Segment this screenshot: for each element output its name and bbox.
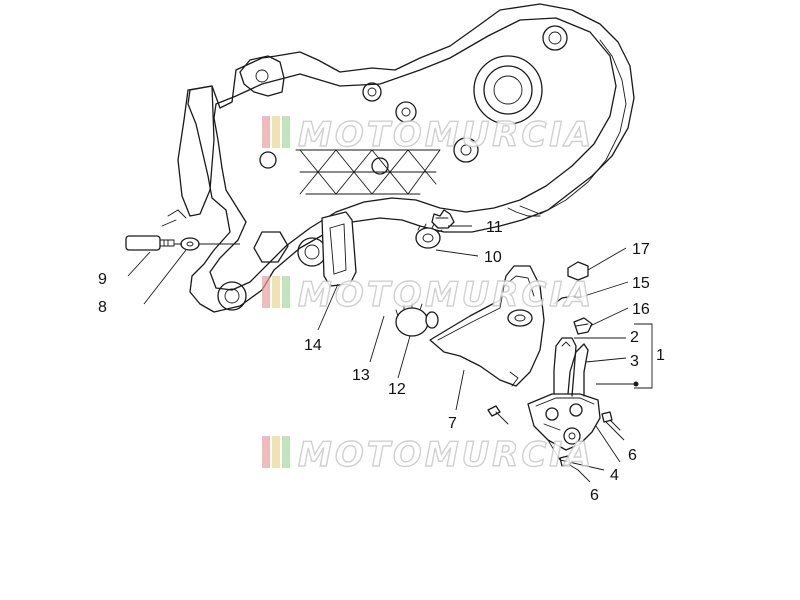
fitting-17 (567, 261, 589, 281)
callout-13: 13 (352, 367, 370, 384)
watermark-top: MOTOMURCIA (262, 114, 594, 156)
oil-pump-assembly (527, 393, 601, 451)
leader-lines (127, 225, 653, 483)
watermark-stripes (262, 436, 290, 468)
callout-14: 14 (304, 337, 322, 354)
drain-plug-9 (125, 235, 175, 251)
watermark-stripes (262, 276, 290, 308)
callout-1-dot (633, 381, 639, 387)
callout-9: 9 (98, 271, 107, 288)
callout-15: 15 (632, 275, 650, 292)
callout-4: 4 (610, 467, 619, 484)
callout-12: 12 (388, 381, 406, 398)
callout-16: 16 (632, 301, 650, 318)
callout-1: 1 (656, 347, 665, 364)
gear-10 (415, 223, 443, 249)
clip-15 (553, 295, 581, 305)
callout-labels: 1 2 3 4 6 6 7 8 9 10 11 12 13 14 15 16 1… (98, 219, 665, 504)
gear-12 (395, 301, 439, 337)
callout-6-right: 6 (628, 447, 637, 464)
fitting-16 (573, 317, 593, 335)
pump-cover-7 (429, 265, 545, 387)
callout-8: 8 (98, 299, 107, 316)
callout-6-bottom: 6 (590, 487, 599, 504)
callout-17: 17 (632, 241, 650, 258)
gear-11 (431, 209, 455, 229)
washer-8 (180, 237, 200, 251)
watermark-text: MOTOMURCIA (298, 115, 594, 155)
callout-10: 10 (484, 249, 502, 266)
watermark-stripes (262, 116, 290, 148)
hoses-2-3 (553, 337, 589, 397)
callout-2: 2 (630, 329, 639, 346)
watermark-bottom: MOTOMURCIA (262, 434, 594, 476)
callout-11: 11 (486, 219, 503, 236)
watermark-text: MOTOMURCIA (298, 435, 594, 475)
watermark-text: MOTOMURCIA (298, 275, 594, 315)
crankcase (161, 3, 635, 313)
watermark-middle: MOTOMURCIA (262, 274, 594, 316)
callout-7: 7 (448, 415, 457, 432)
callout-3: 3 (630, 353, 639, 370)
